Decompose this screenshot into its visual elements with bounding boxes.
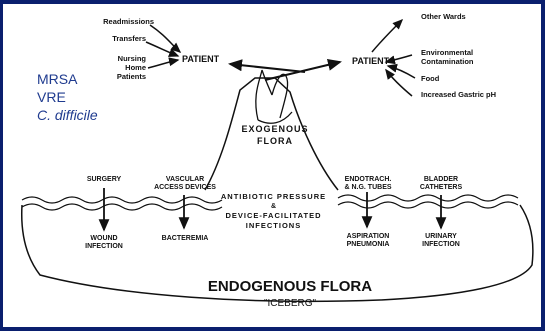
cause-bladder-catheters: BLADDER CATHETERS [413, 176, 469, 192]
cause-endotrach-ng-tubes: ENDOTRACH. & N.G. TUBES [337, 176, 399, 192]
patient-link-left-arrow [230, 64, 305, 72]
dest-food: Food [421, 74, 439, 83]
dest-other-wards: Other Wards [421, 12, 466, 21]
arrow-environmental [386, 55, 412, 62]
dest-increased-gastric-ph: Increased Gastric pH [421, 90, 496, 99]
source-transfers: Transfers [96, 34, 146, 43]
iceberg-subtitle: "ICEBERG" [240, 298, 340, 309]
pathogen-mrsa: MRSA [37, 70, 98, 88]
outcome-wound-infection: WOUND INFECTION [79, 235, 129, 251]
exogenous-flora-line1: EXOGENOUS [240, 124, 310, 134]
outcome-bacteremia: BACTEREMIA [156, 235, 214, 243]
source-nursing-home-patients: Nursing Home Patients [96, 54, 146, 81]
left-patient-label: PATIENT [182, 54, 219, 64]
antibiotic-pressure-line3: DEVICE-FACILITATED [216, 212, 331, 220]
arrow-nursing-home [148, 60, 178, 68]
arrow-readmissions [150, 25, 180, 52]
antibiotic-pressure-line1: ANTIBIOTIC PRESSURE [216, 193, 331, 201]
outcome-aspiration-pneumonia: ASPIRATION PNEUMONIA [339, 233, 397, 249]
pathogen-list: MRSA VRE C. difficile [37, 70, 98, 124]
pathogen-c-difficile: C. difficile [37, 106, 98, 124]
antibiotic-pressure-line2: & [216, 203, 331, 211]
water-wave-line-3 [338, 195, 518, 201]
arrow-other-wards [372, 20, 402, 52]
water-wave-line-1 [22, 197, 222, 203]
water-wave-line-2 [22, 204, 222, 210]
endogenous-flora-title: ENDOGENOUS FLORA [190, 278, 390, 295]
arrow-transfers [146, 42, 178, 56]
source-readmissions: Readmissions [96, 17, 154, 26]
dest-environmental-contamination: Environmental Contamination [421, 48, 474, 66]
patient-link-right-arrow [265, 62, 340, 80]
cause-vascular-access-devices: VASCULAR ACCESS DEVICES [152, 176, 218, 192]
antibiotic-pressure-line4: INFECTIONS [216, 222, 331, 230]
cause-surgery: SURGERY [79, 176, 129, 184]
water-wave-line-4 [338, 202, 518, 208]
pathogen-vre: VRE [37, 88, 98, 106]
outcome-urinary-infection: URINARY INFECTION [414, 233, 468, 249]
exogenous-flora-line2: FLORA [240, 136, 310, 146]
right-patient-label: PATIENT [352, 56, 389, 66]
